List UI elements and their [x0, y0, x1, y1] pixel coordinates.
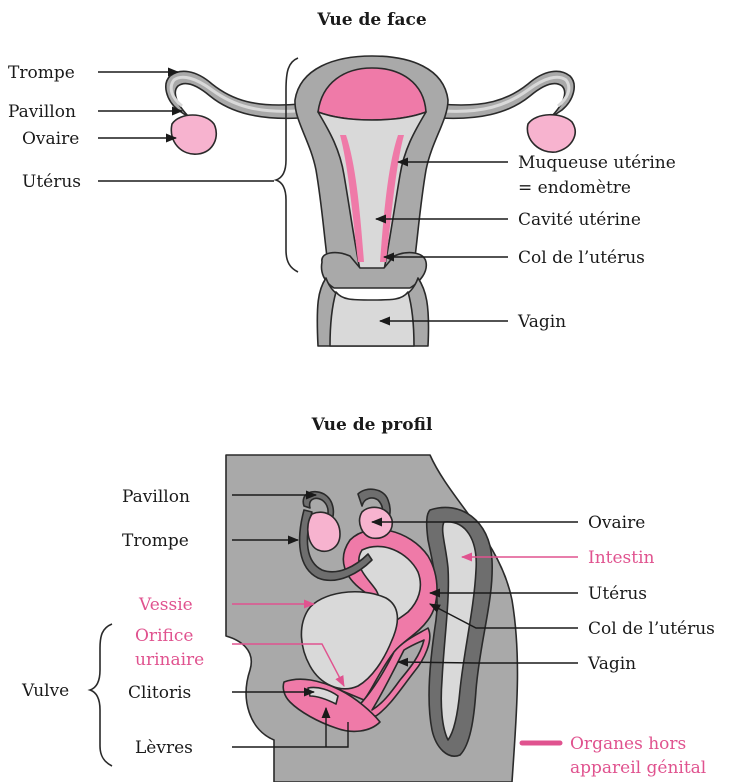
label-orifice-1: Orifice	[135, 626, 193, 646]
label-uterus: Utérus	[22, 172, 81, 192]
label-ovaire-profile: Ovaire	[588, 513, 645, 533]
front-view-title: Vue de face	[316, 10, 426, 30]
label-muqueuse-2: = endomètre	[518, 178, 631, 198]
legend: Organes hors appareil génital	[522, 734, 706, 778]
profile-view-title: Vue de profil	[311, 415, 433, 435]
profile-view-illustration	[226, 455, 517, 782]
label-col-profile: Col de l’utérus	[588, 619, 715, 639]
label-uterus-profile: Utérus	[588, 584, 647, 604]
label-orifice-2: urinaire	[135, 650, 204, 670]
ovary-right-profile	[360, 507, 393, 538]
uterus-brace	[276, 58, 298, 272]
right-ovary	[527, 115, 575, 152]
label-vessie: Vessie	[138, 595, 193, 615]
label-vulve: Vulve	[21, 681, 69, 701]
left-ovary	[171, 115, 216, 154]
label-intestin: Intestin	[588, 548, 655, 568]
legend-line-2: appareil génital	[570, 758, 706, 778]
label-levres: Lèvres	[135, 738, 193, 758]
front-view-illustration	[166, 56, 575, 346]
label-ovaire: Ovaire	[22, 129, 79, 149]
label-vagin: Vagin	[517, 312, 566, 332]
label-cavite: Cavité utérine	[518, 210, 641, 230]
label-col: Col de l’utérus	[518, 248, 645, 268]
label-pavillon: Pavillon	[8, 102, 76, 122]
label-trompe-profile: Trompe	[122, 531, 189, 551]
label-vagin-profile: Vagin	[587, 654, 636, 674]
vulve-brace	[90, 624, 112, 766]
label-pavillon-profile: Pavillon	[122, 487, 190, 507]
label-trompe: Trompe	[8, 63, 75, 83]
label-muqueuse-1: Muqueuse utérine	[518, 153, 676, 173]
legend-line-1: Organes hors	[570, 734, 686, 754]
label-clitoris: Clitoris	[128, 683, 191, 703]
